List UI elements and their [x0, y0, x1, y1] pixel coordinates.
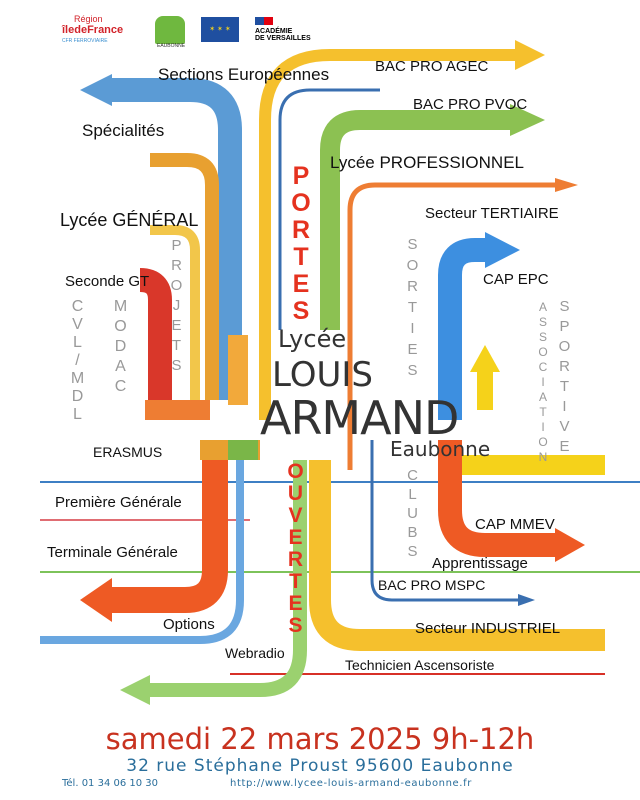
- vertical-projets: PROJETS: [168, 237, 185, 377]
- logo-region-idf: Région îledeFrance CFR FERROVIAIRE: [62, 14, 124, 44]
- label-bac-pro-pvoc: BAC PRO PVOC: [413, 96, 528, 113]
- label-lycee-general: Lycée GÉNÉRAL: [60, 210, 199, 230]
- label-terminale-generale: Terminale Générale: [47, 544, 178, 561]
- label-erasmus: ERASMUS: [93, 444, 163, 460]
- vertical-ouvertes: OUVERTES: [284, 460, 307, 636]
- label-secteur-industriel: Secteur INDUSTRIEL: [415, 620, 561, 637]
- label-webradio: Webradio: [225, 645, 285, 661]
- label-apprentissage: Apprentissage: [432, 555, 528, 572]
- logo-eaubonne: [155, 16, 185, 44]
- label-secteur-tertiaire: Secteur TERTIAIRE: [425, 205, 559, 222]
- vertical-cvl-mdl: CVL/MDL: [69, 298, 86, 424]
- label-cap-epc: CAP EPC: [483, 271, 549, 288]
- vertical-sorties: SORTIES: [404, 236, 421, 383]
- label-options: Options: [163, 616, 215, 633]
- vertical-portes: PORTES: [287, 162, 315, 324]
- vertical-association: ASSOCIATION: [536, 300, 550, 465]
- label-specialites: Spécialités: [82, 121, 165, 140]
- label-bac-pro-agec: BAC PRO AGEC: [375, 58, 489, 75]
- logo-academie: ACADÉMIE DE VERSAILLES: [255, 17, 311, 42]
- school-logo: Lycée LOUIS ARMAND Eaubonne: [260, 325, 491, 461]
- label-technicien-ascensoriste: Technicien Ascensoriste: [345, 657, 495, 673]
- website-link[interactable]: http://www.lycee-louis-armand-eaubonne.f…: [230, 778, 472, 789]
- address: 32 rue Stéphane Proust 95600 Eaubonne: [126, 756, 514, 776]
- vertical-sportive: SPORTIVE: [556, 298, 573, 458]
- label-premiere-generale: Première Générale: [55, 494, 182, 511]
- logo-eu-flag: ✶ ✶ ✶: [201, 17, 239, 42]
- label-cap-mmev: CAP MMEV: [475, 516, 555, 533]
- event-date: samedi 22 mars 2025 9h-12h: [105, 722, 535, 756]
- vertical-clubs: CLUBS: [404, 467, 421, 562]
- label-seconde-gt: Seconde GT: [65, 273, 150, 290]
- vertical-modac: MODAC: [112, 298, 129, 398]
- label-lycee-professionnel: Lycée PROFESSIONNEL: [330, 153, 524, 172]
- phone: Tél. 01 34 06 10 30: [62, 778, 159, 789]
- label-bac-pro-mspc: BAC PRO MSPC: [378, 577, 486, 593]
- label-sections-europeennes: Sections Européennes: [158, 65, 330, 84]
